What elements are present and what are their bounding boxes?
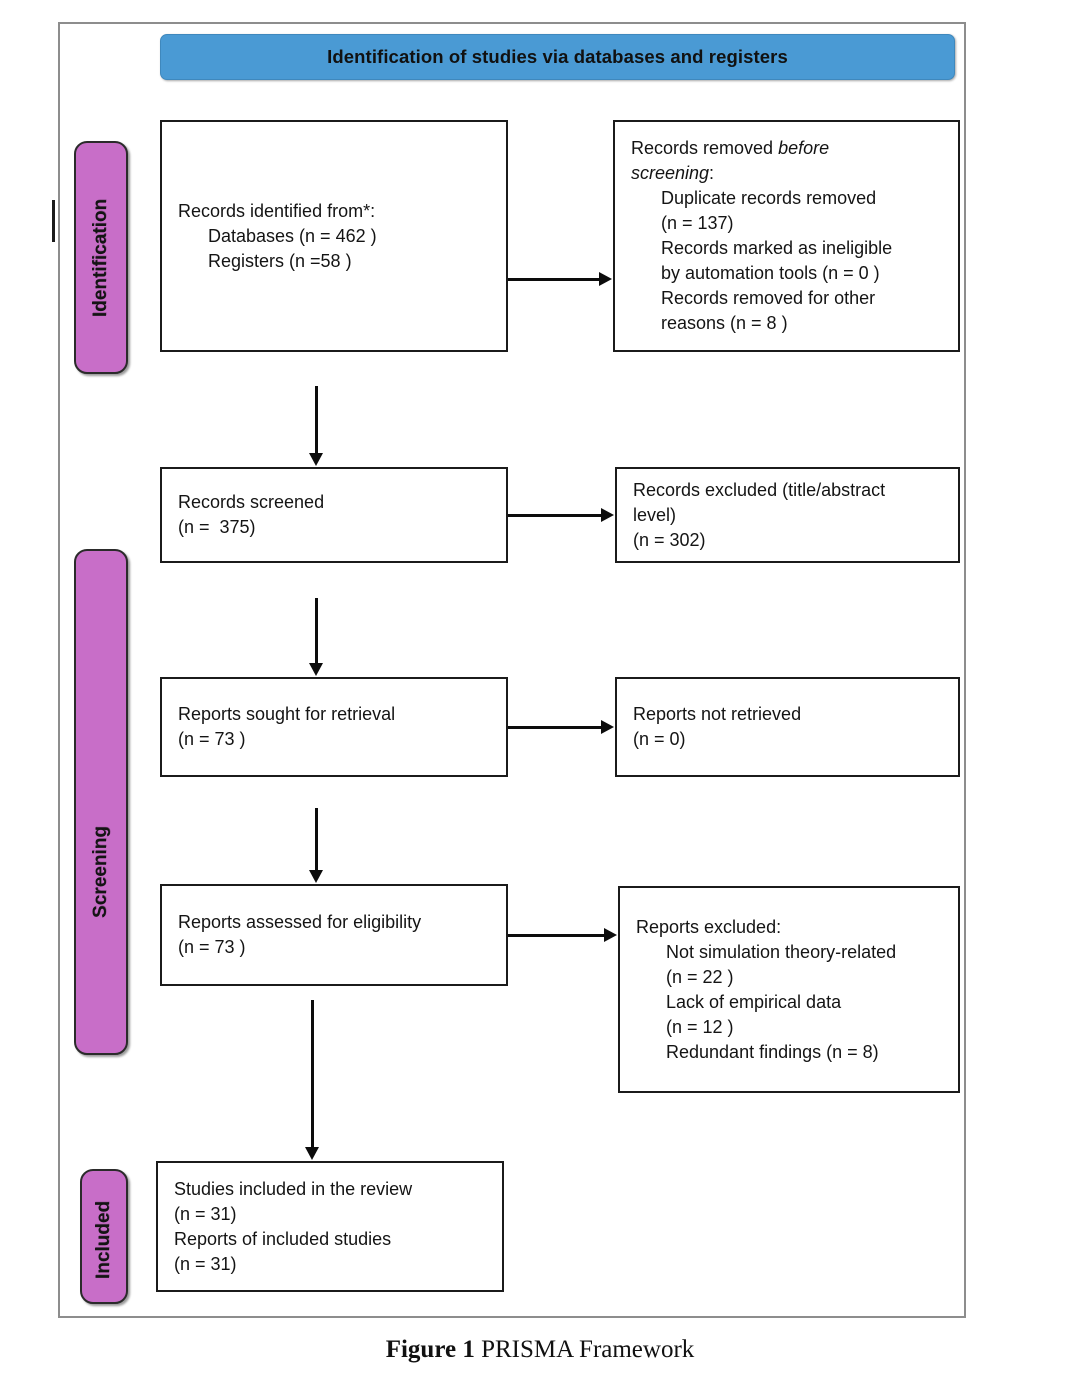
reports-sought-label: Reports sought for retrieval xyxy=(178,704,396,724)
arrow-head xyxy=(309,663,323,676)
box-reports-not-retrieved: Reports not retrieved (n = 0) xyxy=(615,677,960,777)
reports-excluded-reason-2-count: (n = 12 ) xyxy=(666,1016,734,1037)
arrow-head xyxy=(604,928,617,942)
reports-not-retrieved-label: Reports not retrieved xyxy=(633,704,802,724)
arrow-shaft xyxy=(315,386,318,453)
reports-included-label: Reports of included studies xyxy=(174,1228,392,1249)
arrow-shaft xyxy=(508,726,602,729)
records-excluded-label-1: Records excluded (title/abstract xyxy=(633,479,886,500)
records-removed-other-2: reasons (n = 8 ) xyxy=(661,313,788,333)
arrow-shaft xyxy=(315,808,318,870)
arrow-head xyxy=(309,453,323,466)
arrow-shaft xyxy=(315,598,318,663)
studies-included-count: (n = 31) xyxy=(174,1203,237,1224)
arrow-head xyxy=(601,720,614,734)
records-removed-ineligible-1: Records marked as ineligible xyxy=(661,238,893,258)
box-records-removed-before-screening: Records removed before screening: Duplic… xyxy=(613,120,960,352)
records-removed-title-colon: : xyxy=(709,163,715,183)
stage-bar-included: Included xyxy=(80,1169,128,1304)
reports-excluded-reason-1: Not simulation theory-related xyxy=(666,941,897,962)
header-banner: Identification of studies via databases … xyxy=(160,34,955,80)
box-records-identified: Records identified from*: Databases (n =… xyxy=(160,120,508,352)
reports-excluded-title: Reports excluded: xyxy=(636,916,782,937)
arrow-head xyxy=(601,508,614,522)
records-screened-count: (n = 375) xyxy=(178,517,256,537)
arrow-assessed-to-included xyxy=(305,1000,319,1160)
reports-assessed-label: Reports assessed for eligibility xyxy=(178,912,422,932)
box-reports-assessed-for-eligibility: Reports assessed for eligibility (n = 73… xyxy=(160,884,508,986)
records-identified-title: Records identified from*: xyxy=(178,200,376,221)
figure-caption-label: Figure 1 xyxy=(385,1336,475,1363)
arrow-screened-to-excluded xyxy=(508,508,614,522)
arrow-sought-to-assessed xyxy=(309,808,323,883)
reports-included-count: (n = 31) xyxy=(174,1253,237,1274)
figure-caption-text: PRISMA Framework xyxy=(474,1336,695,1363)
arrow-shaft xyxy=(311,1000,314,1147)
arrow-identified-to-removed xyxy=(508,272,612,286)
stage-label-included: Included xyxy=(93,1200,114,1280)
records-identified-databases: Databases (n = 462 ) xyxy=(208,225,377,246)
arrow-screened-to-sought xyxy=(309,598,323,676)
margin-tick-mark xyxy=(52,200,55,242)
box-records-excluded-title-abstract: Records excluded (title/abstract level) … xyxy=(615,467,960,563)
records-removed-title-line1: Records removed before xyxy=(631,136,942,161)
stage-bar-screening: Screening xyxy=(74,549,128,1055)
arrow-head xyxy=(599,272,612,286)
reports-not-retrieved-count: (n = 0) xyxy=(633,729,686,749)
arrow-shaft xyxy=(508,278,600,281)
arrow-sought-to-not-retrieved xyxy=(508,720,614,734)
box-studies-included: Studies included in the review (n = 31) … xyxy=(156,1161,504,1292)
records-removed-title-pre: Records removed xyxy=(631,138,779,158)
arrow-head xyxy=(309,870,323,883)
records-removed-duplicate: Duplicate records removed xyxy=(661,188,877,208)
reports-excluded-reason-2: Lack of empirical data xyxy=(666,991,842,1012)
arrow-assessed-to-excluded xyxy=(508,928,617,942)
reports-assessed-count: (n = 73 ) xyxy=(178,937,246,957)
records-removed-other-1: Records removed for other xyxy=(661,288,876,308)
figure-frame xyxy=(58,22,966,1318)
records-removed-duplicate-count: (n = 137) xyxy=(661,213,734,233)
arrow-shaft xyxy=(508,934,605,937)
records-removed-title-before: before xyxy=(778,138,830,158)
stage-label-screening: Screening xyxy=(90,826,111,918)
arrow-head xyxy=(305,1147,319,1160)
box-records-screened: Records screened (n = 375) xyxy=(160,467,508,563)
box-reports-sought-for-retrieval: Reports sought for retrieval (n = 73 ) xyxy=(160,677,508,777)
stage-label-identification: Identification xyxy=(90,198,111,318)
stage-bar-identification: Identification xyxy=(74,141,128,374)
reports-excluded-reason-3: Redundant findings (n = 8) xyxy=(666,1041,879,1062)
header-title: Identification of studies via databases … xyxy=(327,46,788,67)
records-excluded-count: (n = 302) xyxy=(633,529,706,550)
records-identified-registers: Registers (n =58 ) xyxy=(208,250,352,271)
records-screened-label: Records screened xyxy=(178,492,325,512)
records-removed-title-screening: screening xyxy=(631,163,710,183)
reports-sought-count: (n = 73 ) xyxy=(178,729,246,749)
records-excluded-label-2: level) xyxy=(633,504,677,525)
arrow-identified-to-screened xyxy=(309,386,323,466)
figure-caption: Figure 1 PRISMA Framework xyxy=(0,1336,1080,1364)
studies-included-label: Studies included in the review xyxy=(174,1178,413,1199)
box-reports-excluded: Reports excluded: Not simulation theory-… xyxy=(618,886,960,1093)
records-removed-title-line2: screening: xyxy=(631,161,942,186)
reports-excluded-reason-1-count: (n = 22 ) xyxy=(666,966,734,987)
arrow-shaft xyxy=(508,514,602,517)
records-removed-ineligible-2: by automation tools (n = 0 ) xyxy=(661,263,880,283)
